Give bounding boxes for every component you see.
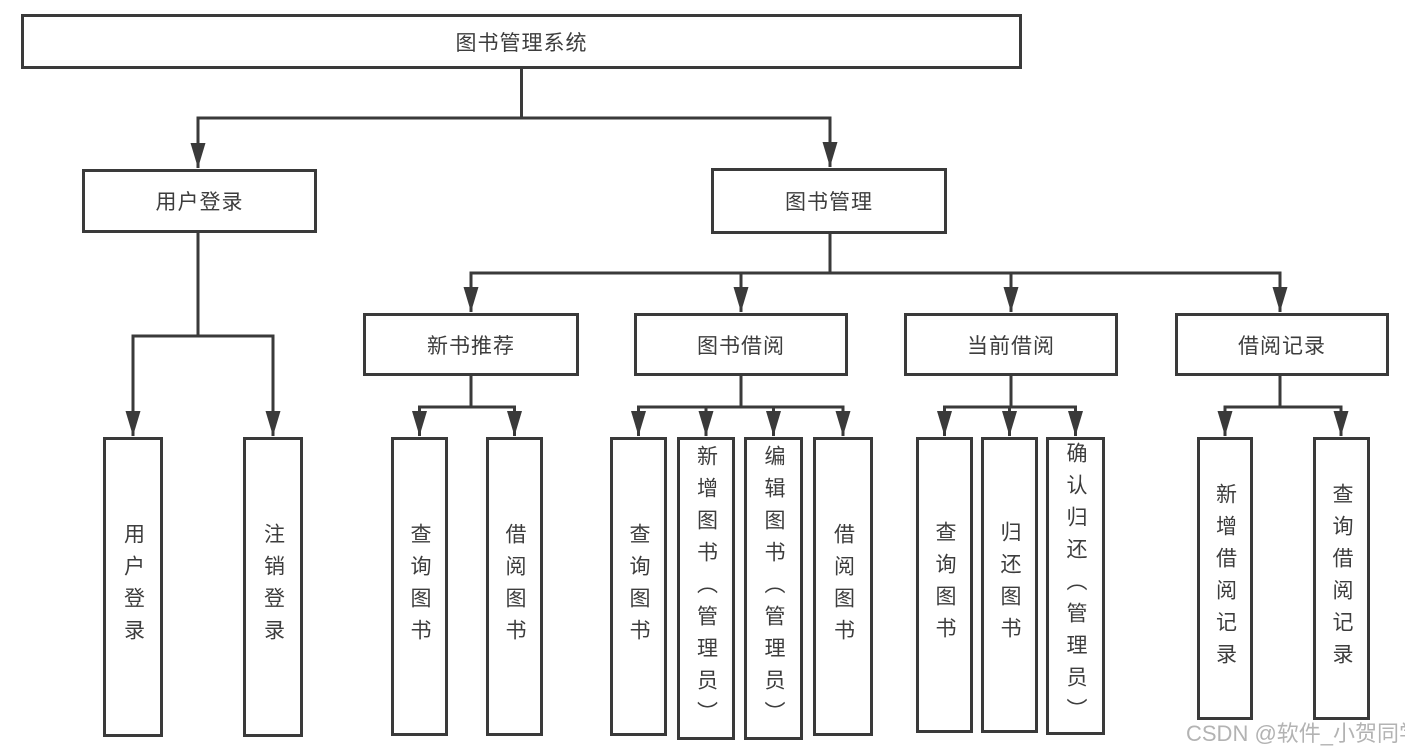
node-label: 用户登录 bbox=[155, 191, 244, 214]
node-borrowing-records: 借阅记录 bbox=[1175, 313, 1389, 376]
node-label: 注销登录 bbox=[261, 523, 285, 651]
node-records-add-record: 新增借阅记录 bbox=[1197, 437, 1253, 720]
node-current-borrowing: 当前借阅 bbox=[904, 313, 1118, 376]
node-label: 图书管理系统 bbox=[455, 31, 588, 55]
node-borrowing-edit-books-admin: 编辑图书（管理员） bbox=[744, 437, 803, 740]
connector-root-to-level2 bbox=[190, 67, 838, 168]
node-borrowing-borrow-books: 借阅图书 bbox=[813, 437, 873, 736]
node-label: 确认归还（管理员） bbox=[1064, 442, 1087, 730]
connector-book-borrowing-children bbox=[631, 374, 851, 436]
node-user-login: 用户登录 bbox=[82, 169, 317, 233]
node-new-book-recommendation: 新书推荐 bbox=[363, 313, 579, 376]
node-book-borrowing: 图书借阅 bbox=[634, 313, 848, 376]
node-label: 查询图书 bbox=[933, 521, 956, 649]
node-label: 查询图书 bbox=[408, 522, 431, 651]
node-label: 新增借阅记录 bbox=[1213, 482, 1237, 675]
node-label: 编辑图书（管理员） bbox=[762, 444, 785, 733]
node-label: 借阅图书 bbox=[503, 522, 526, 651]
node-label: 查询借阅记录 bbox=[1330, 482, 1353, 675]
node-login-logout: 注销登录 bbox=[243, 437, 303, 737]
node-records-query-record: 查询借阅记录 bbox=[1313, 437, 1370, 720]
connector-book-management-children bbox=[463, 232, 1288, 312]
connector-current-borrowing-children bbox=[937, 374, 1083, 436]
node-label: 用户登录 bbox=[121, 523, 145, 651]
node-login-user-login: 用户登录 bbox=[103, 437, 163, 737]
node-newbook-borrow-books: 借阅图书 bbox=[486, 437, 543, 736]
node-label: 当前借阅 bbox=[967, 334, 1055, 358]
connector-new-book-children bbox=[412, 374, 522, 436]
node-label: 查询图书 bbox=[627, 522, 650, 651]
node-label: 借阅图书 bbox=[831, 522, 855, 651]
node-current-query-books: 查询图书 bbox=[916, 437, 973, 733]
connector-user-login-children bbox=[125, 231, 281, 436]
node-label: 图书借阅 bbox=[697, 334, 785, 358]
connector-borrowing-records-children bbox=[1217, 374, 1349, 436]
node-borrowing-add-books-admin: 新增图书（管理员） bbox=[677, 437, 735, 740]
node-borrowing-query-books: 查询图书 bbox=[610, 437, 667, 736]
node-newbook-query-books: 查询图书 bbox=[391, 437, 448, 736]
node-label: 借阅记录 bbox=[1238, 334, 1326, 358]
node-current-return-books: 归还图书 bbox=[981, 437, 1038, 733]
node-library-management-system: 图书管理系统 bbox=[21, 14, 1022, 69]
node-label: 归还图书 bbox=[998, 521, 1021, 649]
node-book-management: 图书管理 bbox=[711, 168, 947, 234]
node-label: 新书推荐 bbox=[427, 334, 515, 358]
watermark: CSDN @软件_小贺同学 bbox=[1186, 721, 1405, 746]
node-current-confirm-return-admin: 确认归还（管理员） bbox=[1046, 437, 1105, 735]
node-label: 新增图书（管理员） bbox=[694, 444, 718, 733]
node-label: 图书管理 bbox=[785, 191, 873, 214]
